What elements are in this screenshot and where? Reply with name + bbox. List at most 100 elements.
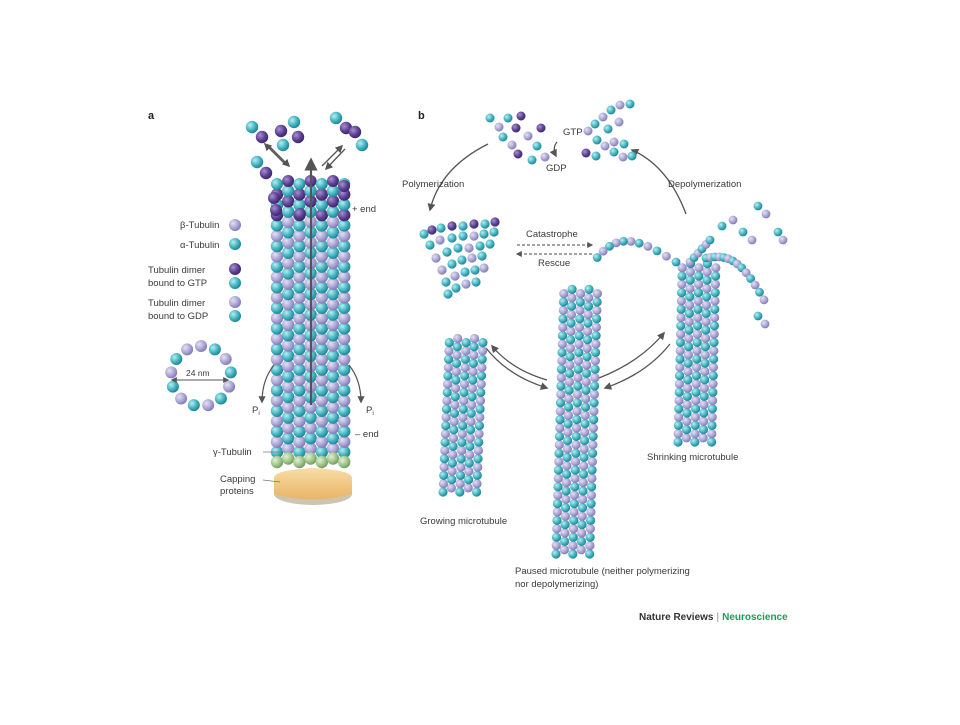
tubulin-subunit: [442, 404, 451, 413]
tubulin-subunit: [443, 388, 452, 397]
microtubule-lattice: [268, 175, 350, 468]
tubulin-subunit: [467, 400, 476, 409]
tubulin-subunit: [685, 301, 694, 310]
tubulin-subunit: [590, 381, 599, 390]
tubulin-subunit: [476, 404, 485, 413]
tubulin-subunit: [588, 465, 597, 474]
tubulin-subunit: [444, 355, 453, 364]
tubulin-subunit: [700, 384, 709, 393]
tubulin-subunit: [473, 454, 482, 463]
tubulin-subunit: [569, 533, 578, 542]
tubulin-subunit: [674, 396, 683, 405]
tubulin-subunit: [564, 411, 573, 420]
tubulin-subunit: [456, 463, 465, 472]
tubulin-subunit: [580, 444, 589, 453]
released-subunit: [774, 228, 783, 237]
tubulin-subunit: [676, 330, 685, 339]
free-dimer-subunit: [288, 116, 300, 128]
pool-subunit: [593, 136, 602, 145]
tubulin-subunit: [556, 381, 565, 390]
tubulin-subunit: [557, 373, 566, 382]
pool-subunit: [604, 125, 613, 134]
released-subunit: [718, 222, 727, 231]
tubulin-subunit: [583, 318, 592, 327]
capping-label-line2: proteins: [220, 486, 254, 497]
tubulin-subunit: [443, 380, 452, 389]
tubulin-subunit: [569, 524, 578, 533]
gamma-tubulin-subunit: [316, 456, 328, 468]
tubulin-subunit: [578, 495, 587, 504]
minus-end-label: – end: [355, 429, 379, 440]
tubulin-subunit: [574, 339, 583, 348]
tubulin-subunit: [475, 429, 484, 438]
tubulin-subunit: [563, 436, 572, 445]
tubulin-subunit: [449, 425, 458, 434]
tubulin-subunit: [460, 380, 469, 389]
tubulin-subunit: [591, 356, 600, 365]
capping-proteins: [274, 468, 352, 505]
tubulin-subunit: [564, 402, 573, 411]
tubulin-subunit: [465, 458, 474, 467]
tubulin-subunit: [425, 240, 434, 249]
tubulin-subunit: [587, 491, 596, 500]
tubulin-subunit: [701, 325, 710, 334]
tubulin-subunit: [563, 428, 572, 437]
tubulin-subunit: [589, 423, 598, 432]
tubulin-subunit: [270, 204, 282, 216]
tubulin-subunit: [694, 288, 703, 297]
tubulin-subunit: [586, 533, 595, 542]
tubulin-subunit: [708, 388, 717, 397]
shrinking-microtubule-label: Shrinking microtubule: [647, 452, 738, 463]
tubulin-subunit: [447, 475, 456, 484]
tubulin-subunit: [461, 355, 470, 364]
tubulin-subunit: [466, 417, 475, 426]
ring-diameter-label: 24 nm: [186, 368, 210, 378]
tubulin-subunit: [581, 386, 590, 395]
released-subunit: [779, 236, 788, 245]
tubulin-subunit: [562, 461, 571, 470]
tubulin-subunit: [566, 344, 575, 353]
tubulin-subunit: [450, 271, 459, 280]
free-dimer-subunit: [356, 139, 368, 151]
tubulin-subunit: [574, 356, 583, 365]
tubulin-subunit: [699, 433, 708, 442]
free-dimer-subunit: [275, 125, 287, 137]
tubulin-subunit: [588, 457, 597, 466]
tubulin-subunit: [468, 392, 477, 401]
tubulin-subunit: [553, 507, 562, 516]
tubulin-subunit: [431, 253, 440, 262]
tubulin-subunit: [584, 310, 593, 319]
tubulin-subunit: [682, 425, 691, 434]
tubulin-subunit: [464, 467, 473, 476]
panel-a-letter: a: [148, 110, 155, 122]
tubulin-subunit: [583, 327, 592, 336]
pool-subunit: [615, 118, 624, 127]
peeling-protofilament-subunit: [653, 247, 662, 256]
tubulin-subunit: [589, 432, 598, 441]
released-subunit: [762, 210, 771, 219]
credit-separator: |: [713, 612, 722, 623]
tubulin-subunit: [700, 367, 709, 376]
tubulin-subunit: [452, 359, 461, 368]
pool-subunit: [486, 114, 495, 123]
released-subunit: [754, 312, 763, 321]
tubulin-subunit: [707, 421, 716, 430]
tubulin-subunit: [701, 317, 710, 326]
tubulin-subunit: [271, 178, 283, 190]
free-dimer-subunit: [277, 139, 289, 151]
tubulin-subunit: [475, 421, 484, 430]
pool-subunit: [495, 123, 504, 132]
tubulin-subunit: [467, 409, 476, 418]
gamma-tubulin-subunit: [304, 452, 316, 464]
legend-gtp-alpha-swatch: [229, 277, 241, 289]
tubulin-subunit: [476, 388, 485, 397]
tubulin-subunit: [438, 487, 447, 496]
tubulin-subunit: [700, 359, 709, 368]
tubulin-subunit: [694, 296, 703, 305]
tubulin-subunit: [565, 386, 574, 395]
catastrophe-label: Catastrophe: [526, 229, 578, 240]
tubulin-subunit: [572, 407, 581, 416]
ring-subunit: [175, 393, 187, 405]
tubulin-subunit: [590, 373, 599, 382]
growing-microtubule: [419, 217, 499, 496]
